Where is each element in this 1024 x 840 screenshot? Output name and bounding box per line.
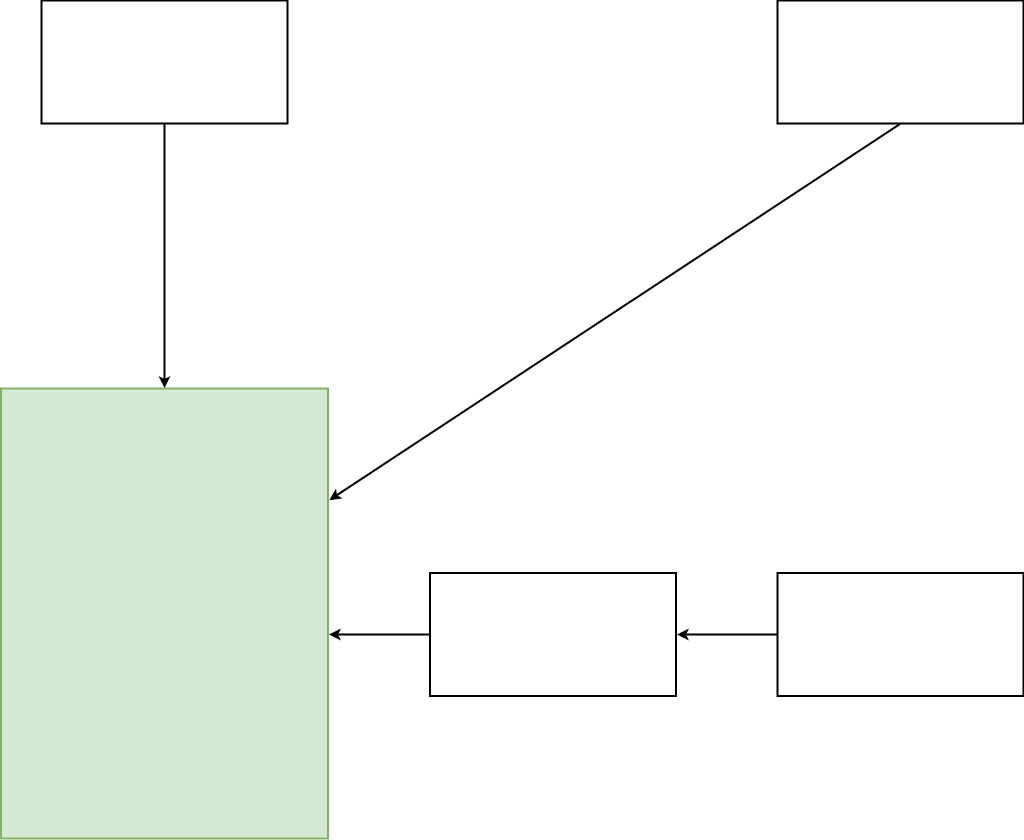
node-bottom-right-shape [776,572,1024,697]
node-top-right-shape [776,0,1024,125]
node-top-right[interactable] [776,0,1024,125]
node-bottom-right[interactable] [776,572,1024,697]
edge-top-right-to-target [329,123,901,501]
node-target[interactable] [0,387,329,840]
node-top-left-shape [40,0,289,125]
node-middle-shape [429,572,677,697]
node-middle[interactable] [429,572,677,697]
node-top-left[interactable] [40,0,289,125]
node-target-shape [0,387,329,840]
